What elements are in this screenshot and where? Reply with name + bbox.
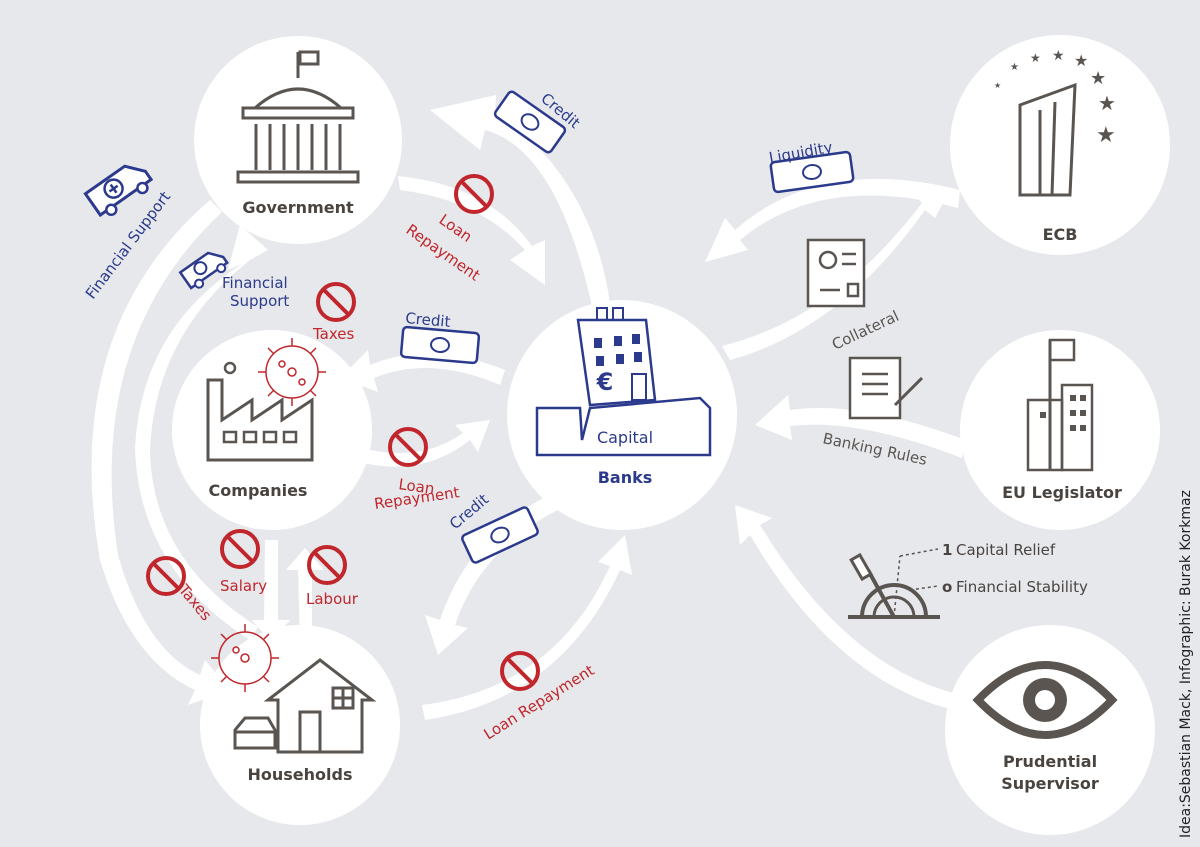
credit-label-companies: Credit [405,309,452,331]
government-building-icon [236,50,360,184]
supervisor-label-line1: Prudential [1003,752,1097,771]
arrow-liquidity [705,178,960,262]
labour-label: Labour [306,590,359,608]
node-ecb: ★ ★ ★ ★ ★ ★ ★ ★ ECB [950,35,1170,255]
ecb-label: ECB [1043,225,1078,244]
capital-label: Capital [597,428,653,447]
eu-legislator-buildings-icon [1026,338,1094,472]
svg-text:★: ★ [1098,91,1116,115]
arrow-banking-rules [755,395,965,458]
euro-icon: € [596,368,614,396]
prohibition-signs [146,174,540,691]
companies-label: Companies [209,481,308,500]
svg-text:★: ★ [1090,68,1106,89]
svg-text:★: ★ [994,81,1001,90]
arrow-labour [286,548,324,640]
node-eu-legislator: EU Legislator [960,330,1160,530]
lever-option-0-number: o [942,578,952,596]
banknote-icon [399,325,481,365]
svg-text:★: ★ [1052,48,1065,64]
prohibited-icon [146,556,186,596]
svg-text:★: ★ [1074,51,1088,70]
eye-icon [972,661,1118,739]
prohibited-icon [454,174,494,214]
arrow-loan-repayment-companies [352,420,490,467]
arrow-loan-repayment-households [422,535,632,720]
prohibited-icon [316,282,356,322]
banking-rules-document-icon [848,356,924,420]
node-banks: € Capital Banks [507,300,737,530]
collateral-document-icon [806,238,866,308]
arrow-credit-banks-households [425,490,568,655]
flow-arrows [91,95,995,720]
prohibited-icon [220,529,260,569]
node-households: Households [200,624,400,825]
banknote-icon [493,90,567,154]
node-prudential-supervisor: Prudential Supervisor [945,625,1155,835]
arrow-collateral [722,190,950,360]
ambulance-icon [83,164,154,218]
bank-building-icon: € [576,307,657,407]
collateral-label: Collateral [829,307,902,354]
government-label: Government [242,198,354,217]
house-icon [263,658,377,754]
lever-icon [848,548,940,619]
svg-text:★: ★ [1096,123,1116,148]
credit-line: Idea:Sebastian Mack, Infographic: Burak … [1178,490,1194,838]
lever-option-1-label: Capital Relief [956,541,1056,559]
lever-option-0-label: Financial Stability [956,578,1088,596]
ecb-tower-icon [1018,82,1077,197]
lever-options: 1 Capital Relief o Financial Stability [942,541,1088,596]
node-companies: Companies [172,330,372,530]
financial-support-inner-label-2: Support [230,292,289,310]
supervisor-label-line2: Supervisor [1001,774,1099,793]
loan-label-companies-1: Loan [397,475,435,498]
capital-ground-icon [535,396,712,457]
virus-icon [258,338,326,406]
arrow-salary [252,540,290,642]
lever-option-1-number: 1 [942,541,952,559]
prohibited-icon [388,427,428,467]
ambulance-icon-small [178,251,229,290]
factory-icon [206,361,314,462]
virus-icon-households [211,624,279,692]
arrow-loan-repayment-government [398,176,545,285]
eu-legislator-label: EU Legislator [1002,483,1122,502]
money-bills [399,90,855,564]
arrow-outer-loop [91,200,230,705]
arrow-inner-loop [135,225,268,640]
households-label: Households [248,765,353,784]
prohibited-icon [500,651,540,691]
car-icon [233,716,277,750]
financial-support-inner-label-1: Financial [222,274,288,292]
banknote-icon [769,150,855,194]
svg-text:★: ★ [1030,51,1041,65]
eu-stars-icon: ★ ★ ★ ★ ★ ★ ★ ★ [994,48,1116,148]
banknote-icon [461,506,539,564]
node-government: Government [194,36,402,244]
banks-label: Banks [598,468,653,487]
taxes-companies-label: Taxes [312,325,355,343]
svg-text:★: ★ [1010,62,1019,73]
salary-label: Salary [220,577,267,595]
prohibited-icon [307,545,347,585]
arrow-credit-banks-government [430,95,612,320]
